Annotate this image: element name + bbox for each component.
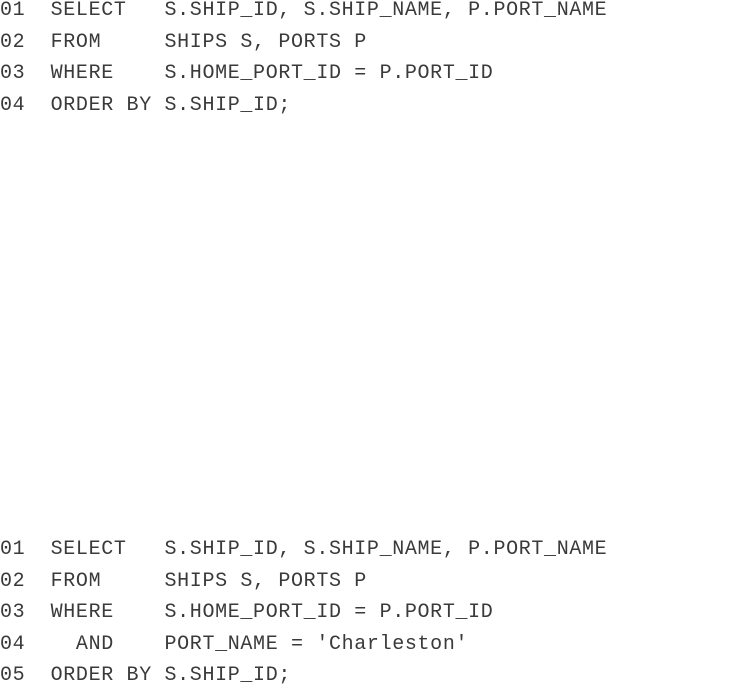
line-number: 03 <box>0 601 26 625</box>
line-code: FROM SHIPS S, PORTS P <box>50 569 367 593</box>
line-code: SELECT S.SHIP_ID, S.SHIP_NAME, P.PORT_NA… <box>50 538 608 561</box>
line-code: WHERE S.HOME_PORT_ID = P.PORT_ID <box>50 62 494 86</box>
line-code: ORDER BY S.SHIP_ID; <box>50 93 292 117</box>
code-line: 01 SELECT S.SHIP_ID, S.SHIP_NAME, P.PORT… <box>0 0 607 27</box>
line-code: FROM SHIPS S, PORTS P <box>50 30 367 54</box>
line-code: SELECT S.SHIP_ID, S.SHIP_NAME, P.PORT_NA… <box>50 0 608 22</box>
code-line: 02 FROM SHIPS S, PORTS P <box>0 27 607 59</box>
code-line: 05 ORDER BY S.SHIP_ID; <box>0 660 607 692</box>
code-line: 04 AND PORT_NAME = 'Charleston' <box>0 629 607 661</box>
line-code: WHERE S.HOME_PORT_ID = P.PORT_ID <box>50 601 494 625</box>
line-number: 01 <box>0 0 26 22</box>
line-code: AND PORT_NAME = 'Charleston' <box>50 632 469 656</box>
code-line: 04 ORDER BY S.SHIP_ID; <box>0 90 607 122</box>
sql-code-listing-1: 01 SELECT S.SHIP_ID, S.SHIP_NAME, P.PORT… <box>0 0 607 121</box>
line-number: 05 <box>0 664 26 688</box>
line-number: 02 <box>0 569 26 593</box>
line-code: ORDER BY S.SHIP_ID; <box>50 664 292 688</box>
code-line: 01 SELECT S.SHIP_ID, S.SHIP_NAME, P.PORT… <box>0 534 607 566</box>
line-number: 02 <box>0 30 26 54</box>
code-line: 02 FROM SHIPS S, PORTS P <box>0 566 607 598</box>
line-number: 01 <box>0 538 26 561</box>
line-number: 04 <box>0 93 26 117</box>
sql-code-listing-2: 01 SELECT S.SHIP_ID, S.SHIP_NAME, P.PORT… <box>0 534 607 692</box>
code-line: 03 WHERE S.HOME_PORT_ID = P.PORT_ID <box>0 58 607 90</box>
line-number: 03 <box>0 62 26 86</box>
line-number: 04 <box>0 632 26 656</box>
code-line: 03 WHERE S.HOME_PORT_ID = P.PORT_ID <box>0 597 607 629</box>
